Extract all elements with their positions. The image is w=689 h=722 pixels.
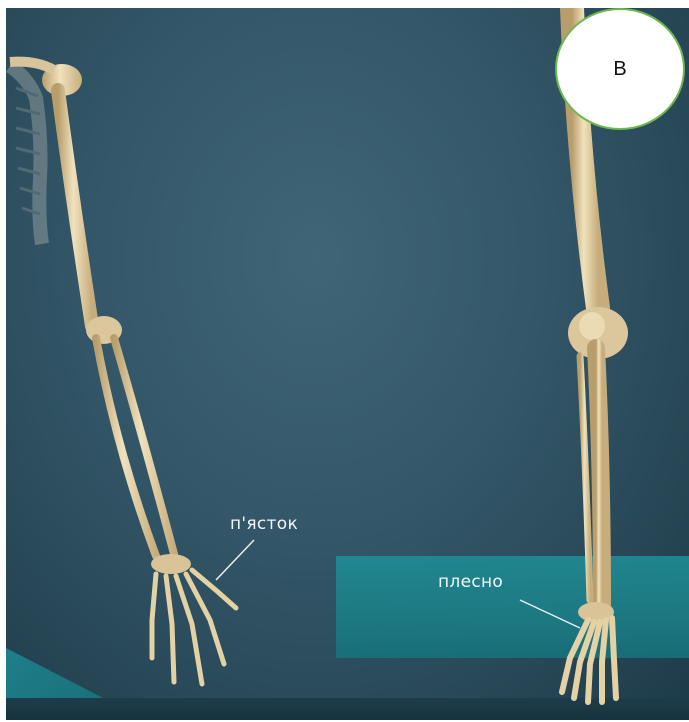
label-metatarsus: плесно [438,572,503,592]
badge-letter: В [613,58,626,81]
tibia [596,348,602,604]
patella [579,312,605,340]
foot-pointer-line [520,600,580,628]
fibula [580,356,590,600]
humerus [58,90,92,326]
variant-badge: В [555,8,685,130]
ribcage [10,66,42,244]
hand [151,554,236,684]
foot [562,618,616,702]
label-metacarpus: п'ясток [230,514,298,534]
hand-pointer-line [216,540,254,580]
